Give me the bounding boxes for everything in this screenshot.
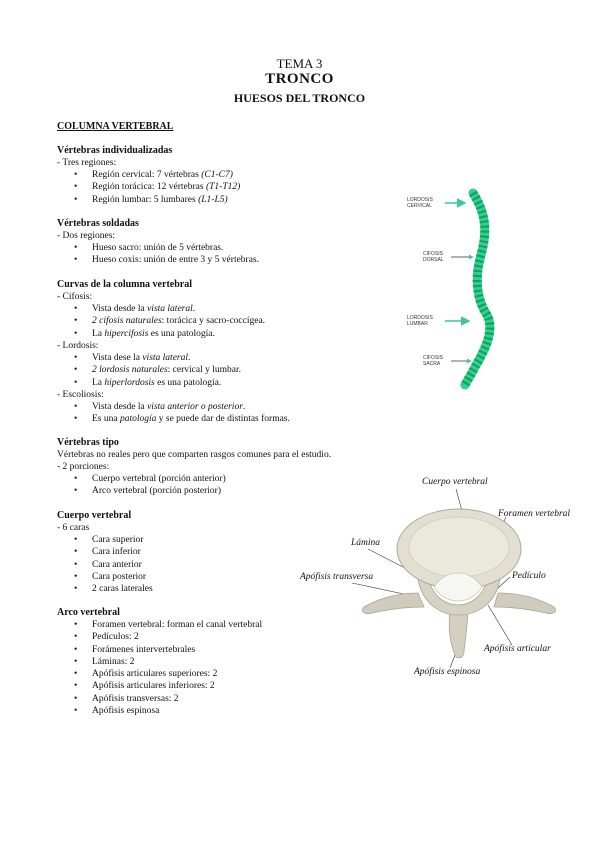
vertebra-illustration <box>351 488 556 669</box>
label-apofisis-transversa: Apófisis transversa <box>300 572 374 582</box>
tipo-desc: Vértebras no reales pero que comparten r… <box>57 450 332 460</box>
label-apofisis-articular: Apófisis articular <box>484 644 551 654</box>
arco-heading: Arco vertebral <box>57 607 120 618</box>
cifosis-intro: - Cifosis: <box>57 292 93 302</box>
transverse-process-left <box>362 592 425 614</box>
lordosis-intro: - Lordosis: <box>57 341 99 351</box>
page-subtitle: HUESOS DEL TRONCO <box>233 91 366 105</box>
soldadas-heading: Vértebras soldadas <box>57 218 139 229</box>
tema-number: TEMA 3 <box>276 56 323 71</box>
label-cuerpo-vertebral: Cuerpo vertebral <box>422 477 488 487</box>
label-lamina: Lámina <box>351 538 381 548</box>
curvas-heading: Curvas de la columna vertebral <box>57 279 192 290</box>
soldadas-intro: - Dos regiones: <box>57 231 116 241</box>
escoliosis-intro: - Escoliosis: <box>57 390 104 400</box>
page-title: TRONCO <box>265 71 334 87</box>
vertebra-figure: Cuerpo vertebral Foramen vertebral Lámin… <box>300 475 590 685</box>
cuerpo-heading: Cuerpo vertebral <box>57 510 132 521</box>
section-title: COLUMNA VERTEBRAL <box>57 121 174 132</box>
tipo-heading: Vértebras tipo <box>57 437 119 448</box>
vertebral-foramen <box>433 572 483 602</box>
transverse-process-right <box>493 592 556 614</box>
label-pediculo: Pedículo <box>512 571 546 581</box>
individualizadas-intro: - Tres regiones: <box>57 158 117 168</box>
label-foramen-vertebral: Foramen vertebral <box>498 509 571 519</box>
spinous-process <box>448 606 469 659</box>
spine-illustration <box>445 188 495 390</box>
cuerpo-intro: - 6 caras <box>57 523 90 533</box>
label-apofisis-espinosa: Apófisis espinosa <box>414 667 481 677</box>
individualizadas-heading: Vértebras individualizadas <box>57 145 173 156</box>
tipo-intro: - 2 porciones: <box>57 462 110 472</box>
